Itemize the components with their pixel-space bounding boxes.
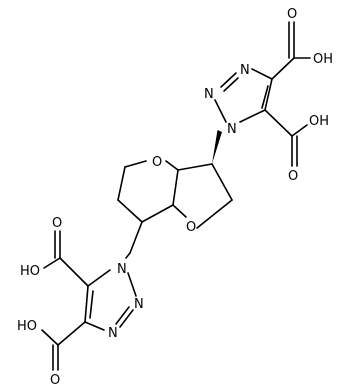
bicyclic-core-bonds [117,160,233,254]
bond [117,166,126,201]
bond [41,329,59,346]
bond [271,57,295,80]
bond [141,204,174,223]
bond [165,160,179,171]
bond [177,163,213,171]
bond [89,290,94,319]
bond [251,68,273,80]
atom-o-bottom-acid1-carbonyl: O [52,216,62,231]
bond [84,285,89,323]
atom-o-top-acid2-carbonyl: O [288,169,298,184]
bond [172,169,179,206]
atom-oh-top-acid1: OH [313,52,333,67]
atom-labels: O O N N N N N N O OH O OH O HO O HO [17,7,333,388]
bond [59,257,89,287]
bond [117,199,143,223]
bond [261,85,269,109]
atom-n3-top: N [240,63,250,78]
atom-o-top-acid1-carbonyl: O [287,7,297,22]
bond [291,124,308,137]
wedge-bond [212,130,222,164]
bond [172,204,187,218]
atom-o-lower-ring: O [186,220,196,235]
upper-triazole-bonds [214,21,311,167]
bond [84,321,105,331]
atom-n1-top: N [227,122,237,137]
atom-n2-bottom: N [134,297,144,312]
bond [239,109,266,123]
atom-n3-bottom: N [108,326,118,341]
bond [223,77,239,92]
atom-ho-bottom-acid1: HO [20,264,40,279]
atom-ho-bottom-acid2: HO [17,319,37,334]
bond [211,163,233,201]
atom-o-bottom-acid2-carbonyl: O [50,373,60,388]
bond [124,160,147,168]
bond [115,306,130,325]
bond [264,78,273,111]
bond [220,72,237,88]
bond [87,269,111,287]
atom-o-upper-ring: O [152,155,162,170]
bond [196,199,233,229]
atom-n1-bottom: N [117,262,127,277]
bond [264,109,293,137]
bond [43,257,61,269]
lower-triazole-bonds [41,230,137,371]
bond [129,221,143,254]
bond [127,272,137,297]
atom-oh-top-acid2: OH [309,114,329,129]
bond [125,252,131,259]
atom-n2-top: N [204,87,214,102]
bond [57,321,86,346]
bond [119,309,134,328]
bond [214,99,227,123]
